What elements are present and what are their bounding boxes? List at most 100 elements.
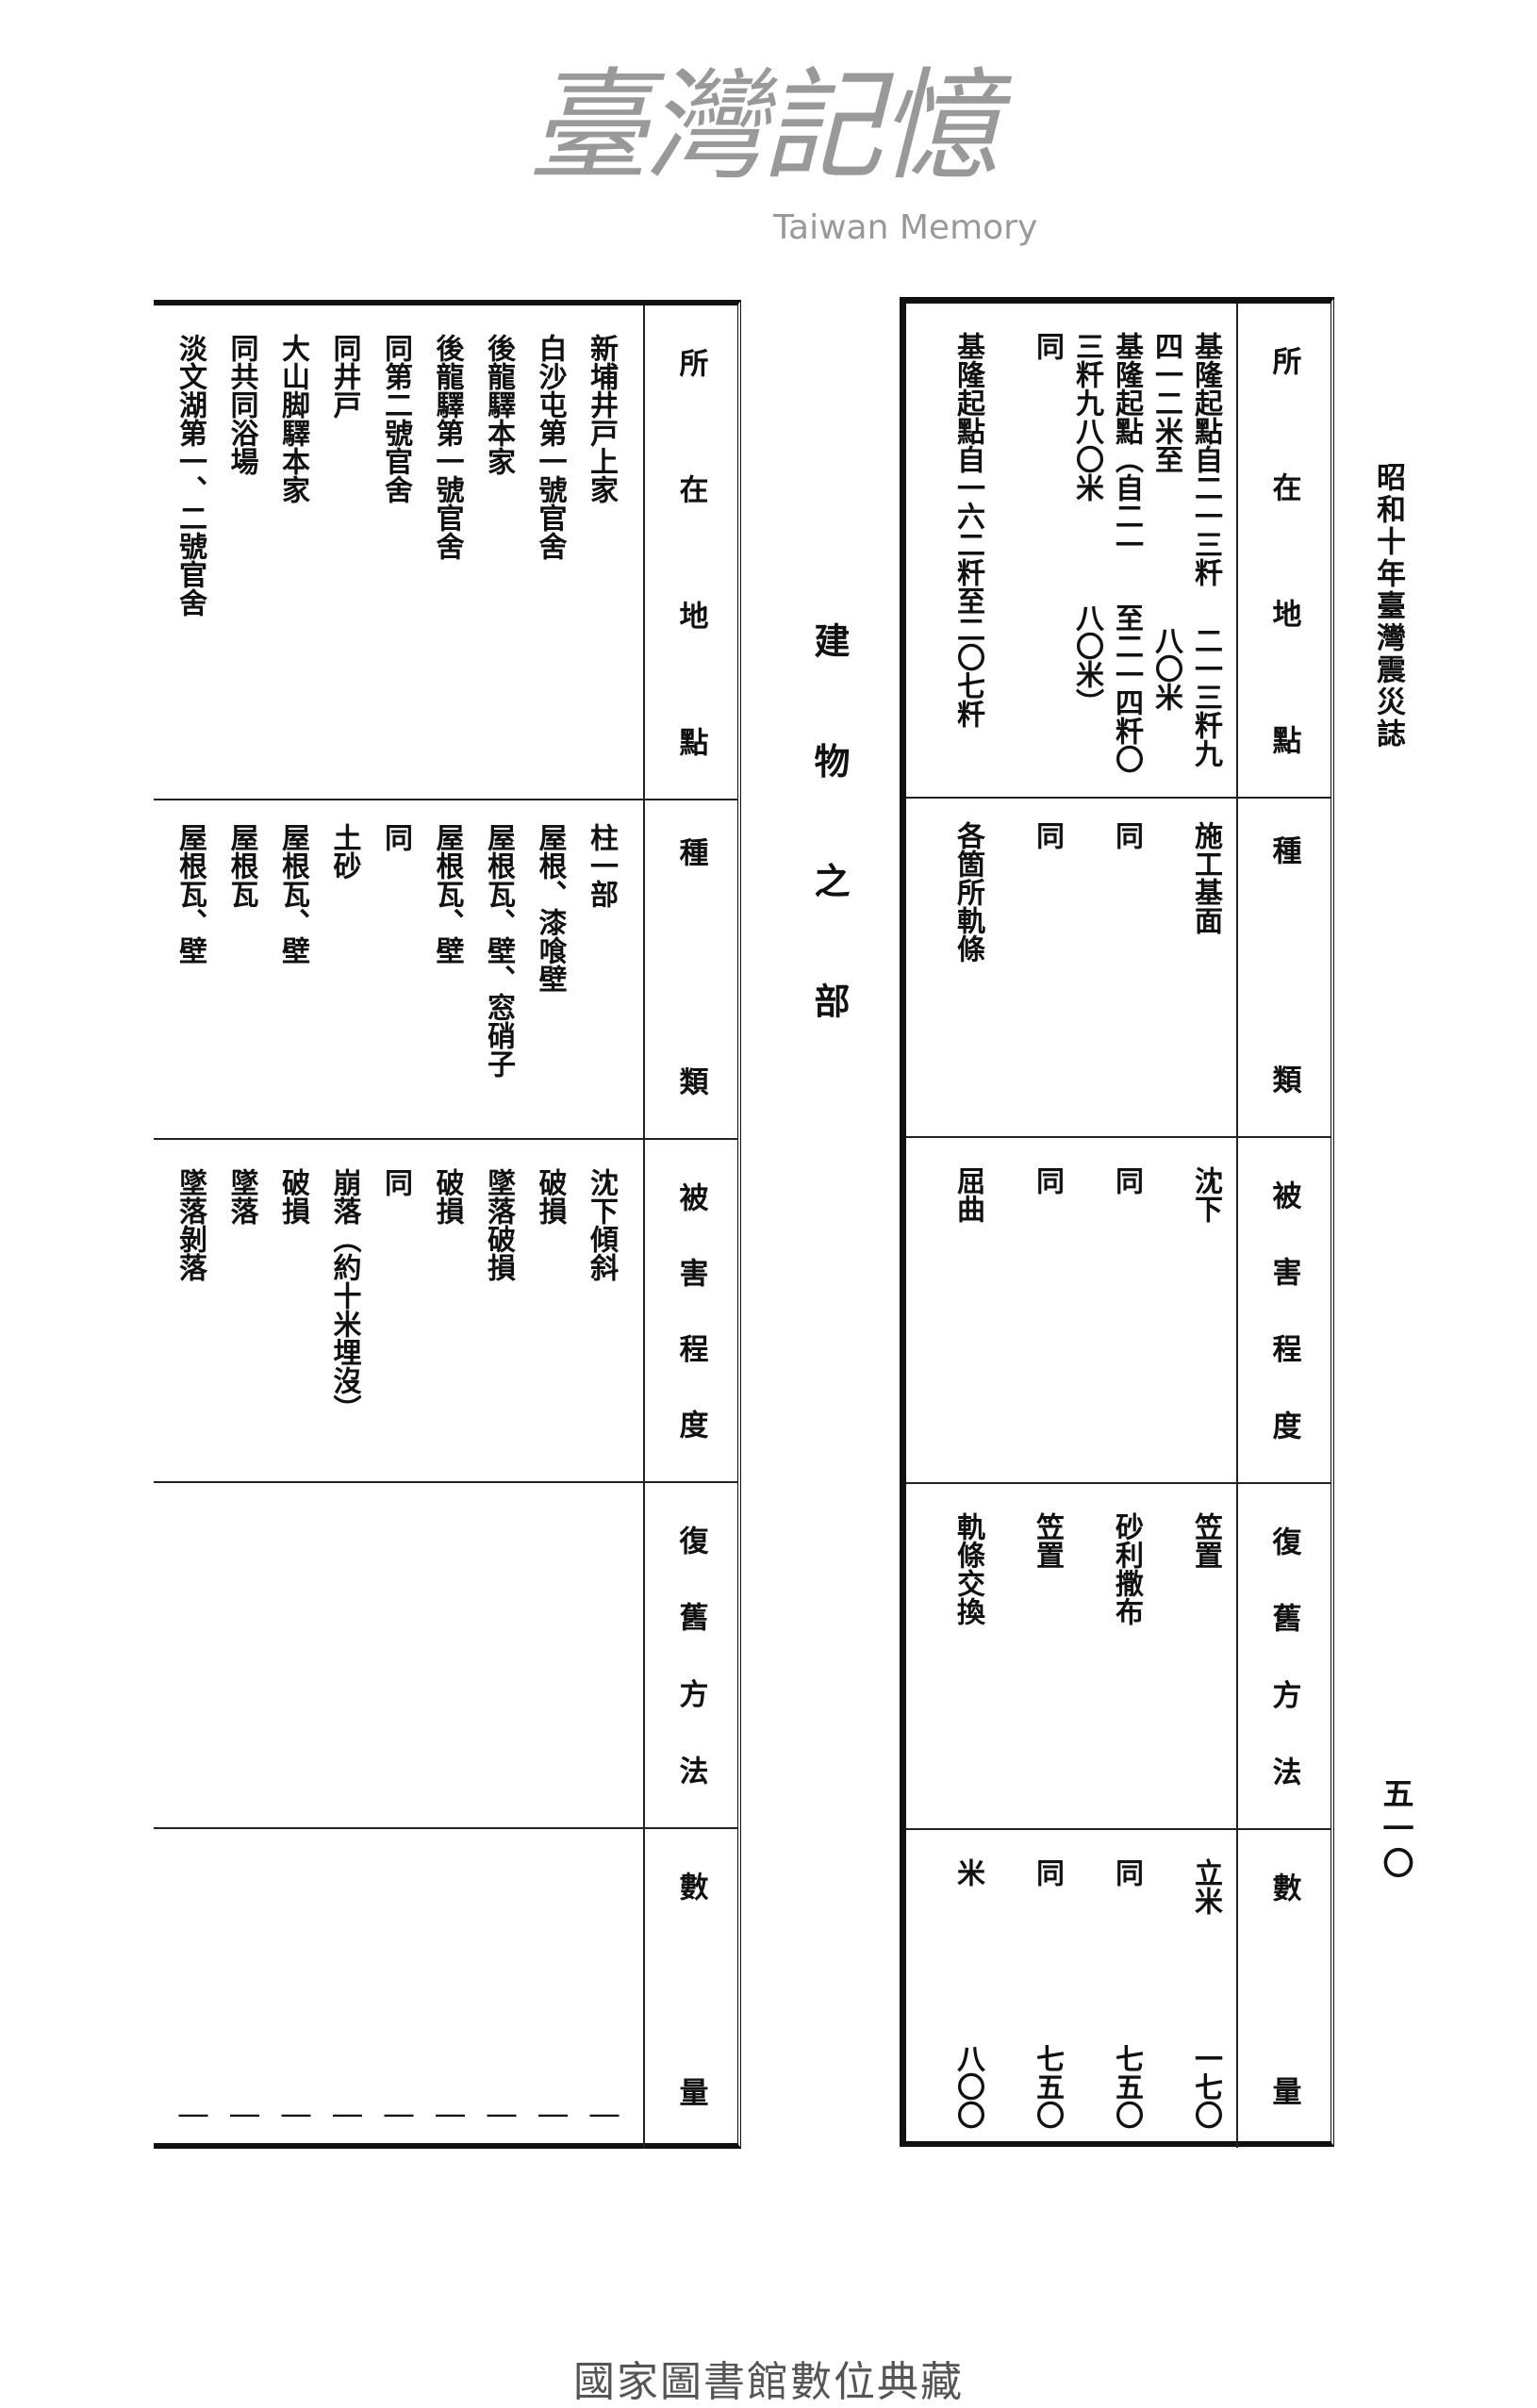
unit-label: 立米: [1189, 1858, 1222, 1915]
table-cell-location: 基隆起點自一六二粁至二〇七粁: [908, 332, 987, 778]
damage-column-band: 被害程度沈下同同屈曲: [906, 1138, 1330, 1484]
location-line: 後龍驛第一號官舍: [430, 334, 464, 560]
damage-value: 崩落（約十米埋沒）: [327, 1168, 361, 1423]
damage-value: 同: [379, 1168, 412, 1196]
header-type: 種類: [1236, 793, 1330, 1136]
type-value: 屋根瓦、壁: [430, 823, 464, 965]
header-location: 所在地點: [643, 305, 737, 799]
quantity-column-band: 數量立米一七〇同七五〇同七五〇米八〇〇: [906, 1830, 1330, 2148]
table-cell-damage: 破損: [265, 1168, 317, 1462]
type-column-band: 種類施工基面同同各箇所軌條: [906, 793, 1330, 1138]
type-value: 各箇所軌條: [951, 821, 984, 963]
table-cell-damage: 同: [368, 1168, 420, 1462]
table-cell-method: [265, 1511, 317, 1808]
unit-label: 同: [1110, 1858, 1143, 1887]
table-cell-type: 屋根瓦、壁: [265, 823, 317, 1119]
table-cell-method: [213, 1511, 265, 1808]
quantity-value: 八〇〇: [951, 2044, 984, 2129]
table-cell-location: 基隆起點（自二一三粁九八〇米至二一四粁〇八〇米）: [1066, 332, 1146, 778]
location-column-cells: 新埔井戸上家白沙屯第一號官舍後龍驛本家後龍驛第一號官舍同第二號官舍同井戸大山脚驛…: [154, 305, 643, 799]
method-column-band: 復舊方法: [154, 1483, 737, 1829]
location-line: 至二一四粁〇八〇米）: [1070, 603, 1143, 774]
damage-value: 破損: [430, 1168, 464, 1225]
railway-damage-table: 所在地點 基隆起點自二一三粁四一二米至二一三粁九八〇米基隆起點（自二一三粁九八〇米…: [900, 297, 1334, 2148]
table-cell-quantity: ｜: [471, 1857, 522, 2130]
table-cell-location: 同: [987, 332, 1066, 778]
method-value: 軌條交換: [951, 1512, 984, 1625]
location-line: 二一三粁九八〇米: [1149, 625, 1222, 767]
location-line: 白沙屯第一號官舍: [533, 334, 567, 560]
header-label: 種類: [1266, 835, 1301, 1094]
quantity-value: ｜: [379, 2102, 412, 2130]
table-cell-method: [162, 1511, 214, 1808]
table-cell-quantity: ｜: [573, 1857, 625, 2130]
quantity-column-cells: 立米一七〇同七五〇同七五〇米八〇〇: [906, 1830, 1236, 2148]
table-cell-type: 土砂: [316, 823, 368, 1119]
table-cell-quantity: ｜: [521, 1857, 573, 2130]
location-line: 大山脚驛本家: [276, 334, 309, 503]
table-cell-type: 同: [1066, 821, 1146, 1117]
watermark-cn: 臺灣記憶: [528, 57, 1000, 197]
damage-value: 破損: [533, 1168, 567, 1225]
table-cell-damage: 崩落（約十米埋沒）: [316, 1168, 368, 1462]
quantity-value: ｜: [482, 2102, 515, 2130]
header-method: 復舊方法: [1236, 1484, 1330, 1828]
location-line: 新埔井戸上家: [585, 334, 618, 503]
table-cell-method: [419, 1511, 471, 1808]
header-label: 數量: [1266, 1872, 1301, 2105]
table-cell-damage: 同: [987, 1166, 1066, 1463]
table-cell-type: 屋根、漆喰壁: [521, 823, 573, 1119]
damage-value: 破損: [276, 1168, 309, 1225]
damage-value: 沈下: [1189, 1166, 1222, 1223]
damage-value: 同: [1110, 1166, 1143, 1195]
quantity-value: ｜: [276, 2102, 309, 2130]
table-cell-type: 同: [368, 823, 420, 1119]
type-value: 屋根瓦、壁: [276, 823, 309, 965]
header-label: 復舊方法: [1266, 1526, 1301, 1786]
location-line: 同井戸: [327, 334, 361, 419]
table-cell-method: [521, 1511, 573, 1808]
table-cell-quantity: 同七五〇: [1066, 1858, 1146, 2129]
location-line: 基隆起點自一六二粁至二〇七粁: [951, 332, 984, 728]
header-label: 種類: [673, 837, 708, 1096]
location-column-band: 所在地點 基隆起點自二一三粁四一二米至二一三粁九八〇米基隆起點（自二一三粁九八〇米…: [906, 304, 1330, 799]
watermark-en: Taiwan Memory: [773, 208, 1038, 247]
quantity-value: ｜: [585, 2102, 618, 2130]
method-column-band: 復舊方法笠置砂利撒布笠置軌條交換: [906, 1484, 1330, 1830]
taiwan-memory-watermark: 臺灣記憶 Taiwan Memory: [528, 57, 1056, 283]
section-title: 建物之部: [808, 622, 851, 1018]
table-cell-damage: 破損: [521, 1168, 573, 1462]
table-cell-damage: 墜落破損: [471, 1168, 522, 1462]
table-cell-method: 軌條交換: [908, 1512, 987, 1809]
damage-value: 同: [1031, 1166, 1064, 1195]
unit-label: 米: [951, 1858, 984, 1887]
type-column-band: 種類柱一部屋根、漆喰壁屋根瓦、壁、窓硝子屋根瓦、壁同土砂屋根瓦、壁屋根瓦屋根瓦、…: [154, 795, 737, 1140]
header-label: 被害程度: [1266, 1180, 1301, 1440]
unit-label: 同: [1031, 1858, 1064, 1887]
table-cell-quantity: ｜: [316, 1857, 368, 2130]
header-damage: 被害程度: [643, 1140, 737, 1481]
table-cell-location: 大山脚驛本家: [265, 334, 317, 780]
table-cell-location: 同第二號官舍: [368, 334, 420, 780]
page-number: 五一〇: [1378, 1777, 1414, 1882]
table-cell-type: 屋根瓦: [213, 823, 265, 1119]
location-line: 同第二號官舍: [379, 334, 412, 503]
type-value: 屋根瓦、壁、窓硝子: [482, 823, 515, 1078]
header-damage: 被害程度: [1236, 1138, 1330, 1482]
header-label: 所在地點: [1266, 346, 1301, 754]
method-column-cells: 笠置砂利撒布笠置軌條交換: [906, 1484, 1236, 1828]
location-line: 基隆起點自二一三粁四一二米至: [1149, 332, 1222, 586]
table-cell-location: 新埔井戸上家: [573, 334, 625, 780]
damage-column-band: 被害程度沈下傾斜破損墜落破損破損同崩落（約十米埋沒）破損墜落墜落剝落: [154, 1140, 737, 1483]
damage-value: 墜落破損: [482, 1168, 515, 1281]
type-value: 柱一部: [585, 823, 618, 908]
table-cell-method: [368, 1511, 420, 1808]
table-cell-type: 同: [987, 821, 1066, 1117]
type-value: 屋根瓦、壁: [174, 823, 207, 965]
table-cell-location: 後龍驛第一號官舍: [419, 334, 471, 780]
header-label: 所在地點: [673, 348, 708, 756]
damage-value: 沈下傾斜: [585, 1168, 618, 1281]
location-column-band: 所在地點新埔井戸上家白沙屯第一號官舍後龍驛本家後龍驛第一號官舍同第二號官舍同井戸…: [154, 305, 737, 800]
location-line: 淡文湖第一、二號官舍: [174, 334, 207, 617]
method-value: 笠置: [1189, 1512, 1222, 1569]
